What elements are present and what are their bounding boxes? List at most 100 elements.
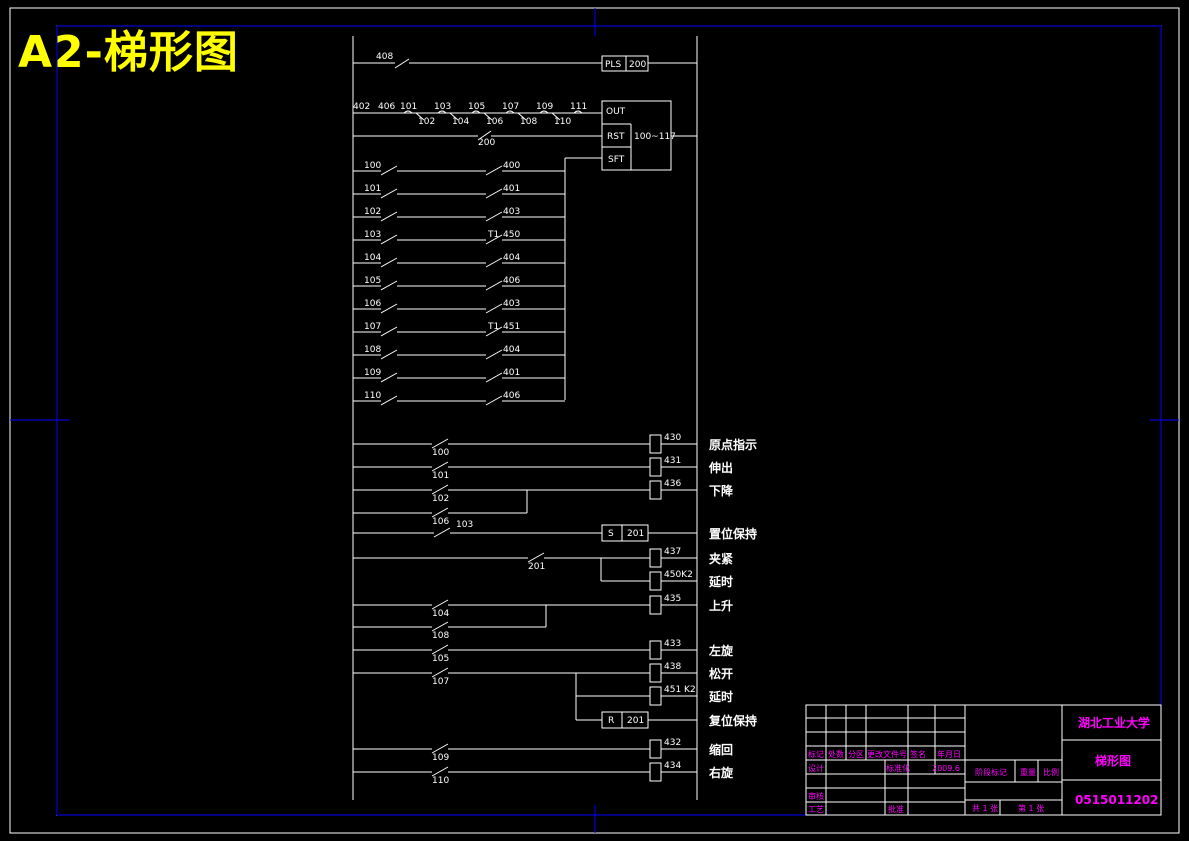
contact-symbol	[380, 234, 398, 245]
tb-sheets-total: 共 1 张	[972, 804, 998, 813]
output-coil	[649, 548, 662, 568]
contact-label: 201	[528, 562, 545, 572]
set-reset-label: R	[608, 716, 614, 726]
output-description: 置位保持	[709, 526, 757, 541]
output-coil	[649, 686, 662, 706]
pair-mark-label: T1	[487, 322, 499, 332]
output-coil	[649, 762, 662, 782]
pls-value: 200	[629, 60, 646, 70]
coil-label: 437	[664, 547, 681, 557]
pls-input-label: 408	[376, 52, 393, 62]
coil-label: 435	[664, 594, 681, 604]
coil-label: 438	[664, 662, 681, 672]
shift-register-rung: 402 406 10110210310410510610710810911011…	[353, 100, 697, 400]
output-description: 下降	[709, 483, 734, 498]
output-description: 左旋	[708, 643, 734, 658]
output-description: 复位保持	[708, 713, 757, 728]
pair-left-label: 110	[364, 391, 381, 401]
contact-label: 101	[432, 471, 449, 481]
chain-top-label: 109	[536, 102, 553, 112]
coil-label: 432	[664, 738, 681, 748]
chain-top-label: 103	[434, 102, 451, 112]
pair-left-label: 108	[364, 345, 381, 355]
output-coil	[649, 595, 662, 615]
contact-symbol	[431, 507, 449, 518]
tb-sheet-no: 第 1 张	[1018, 803, 1044, 813]
contact-label: 104	[432, 609, 449, 619]
tb-process: 工艺	[808, 805, 824, 814]
chain-contact	[505, 110, 515, 114]
contact-label: 107	[432, 677, 449, 687]
contact-symbol	[485, 234, 503, 245]
tb-sign: 签名	[910, 749, 926, 759]
contact-symbol	[485, 165, 503, 176]
tb-drawing-name: 梯形图	[1095, 753, 1131, 768]
coil-label: 436	[664, 479, 681, 489]
contact-symbol	[380, 349, 398, 360]
chain-contact	[437, 110, 447, 114]
contact-label: 106	[432, 517, 449, 527]
tb-date: 年月日	[937, 749, 961, 759]
contact-symbol	[380, 188, 398, 199]
pair-left-label: 106	[364, 299, 381, 309]
pair-right-label: 400	[503, 161, 520, 171]
contact-symbol	[485, 257, 503, 268]
contact-label: 110	[432, 776, 449, 786]
drawing-title: A2-梯形图	[18, 27, 239, 78]
contact-symbol	[431, 484, 449, 495]
chain-bottom-label: 110	[554, 117, 571, 127]
chain-bottom-label: 104	[452, 117, 469, 127]
contact-symbol	[485, 280, 503, 291]
tb-mark: 标记	[808, 749, 824, 759]
tb-count: 处数	[828, 749, 844, 759]
pair-left-label: 105	[364, 276, 381, 286]
contact-symbol	[431, 461, 449, 472]
output-description: 右旋	[708, 765, 734, 780]
contact-symbol	[431, 766, 449, 777]
coil-label: 434	[664, 761, 681, 771]
pair-left-label: 104	[364, 253, 381, 263]
chain-contact	[403, 110, 413, 114]
center-marks	[10, 8, 1179, 833]
shift-out-label: OUT	[606, 107, 626, 117]
tb-drawing-no: 0515011202	[1075, 793, 1159, 807]
contact-symbol	[431, 438, 449, 449]
output-description: 延时	[708, 689, 733, 704]
chain-contact	[471, 110, 481, 114]
contact-symbol	[431, 743, 449, 754]
coil-label: 431	[664, 456, 681, 466]
pair-left-label: 100	[364, 161, 381, 171]
pair-right-label: 403	[503, 299, 520, 309]
pair-left-label: 107	[364, 322, 381, 332]
output-description: 缩回	[709, 742, 733, 757]
set-reset-value: 201	[627, 716, 644, 726]
tb-change-doc: 更改文件号	[867, 749, 907, 759]
contact-symbol	[527, 552, 545, 563]
contact-label: 103	[456, 520, 473, 530]
chain-parallel-contact	[517, 112, 527, 121]
contact-symbol	[380, 211, 398, 222]
pair-right-label: 404	[503, 345, 520, 355]
contact-symbol	[433, 527, 451, 538]
tb-standard: 标准化	[886, 763, 910, 773]
contact-symbol	[431, 667, 449, 678]
output-description: 松开	[709, 666, 733, 681]
chain-parallel-contact	[551, 112, 561, 121]
pair-right-label: 406	[503, 391, 520, 401]
contact-symbol	[485, 395, 503, 406]
pair-right-label: 406	[503, 276, 520, 286]
contact-symbol	[380, 372, 398, 383]
output-description: 伸出	[708, 460, 733, 475]
outer-border	[9, 7, 1180, 834]
output-coil	[649, 640, 662, 660]
contact-label: 108	[432, 631, 449, 641]
output-coil	[649, 434, 662, 454]
tb-weight: 重量	[1020, 767, 1036, 777]
reset-contact-label: 200	[478, 138, 495, 148]
tb-review: 审核	[808, 791, 824, 801]
chain-top-label: 107	[502, 102, 519, 112]
set-reset-value: 201	[627, 529, 644, 539]
